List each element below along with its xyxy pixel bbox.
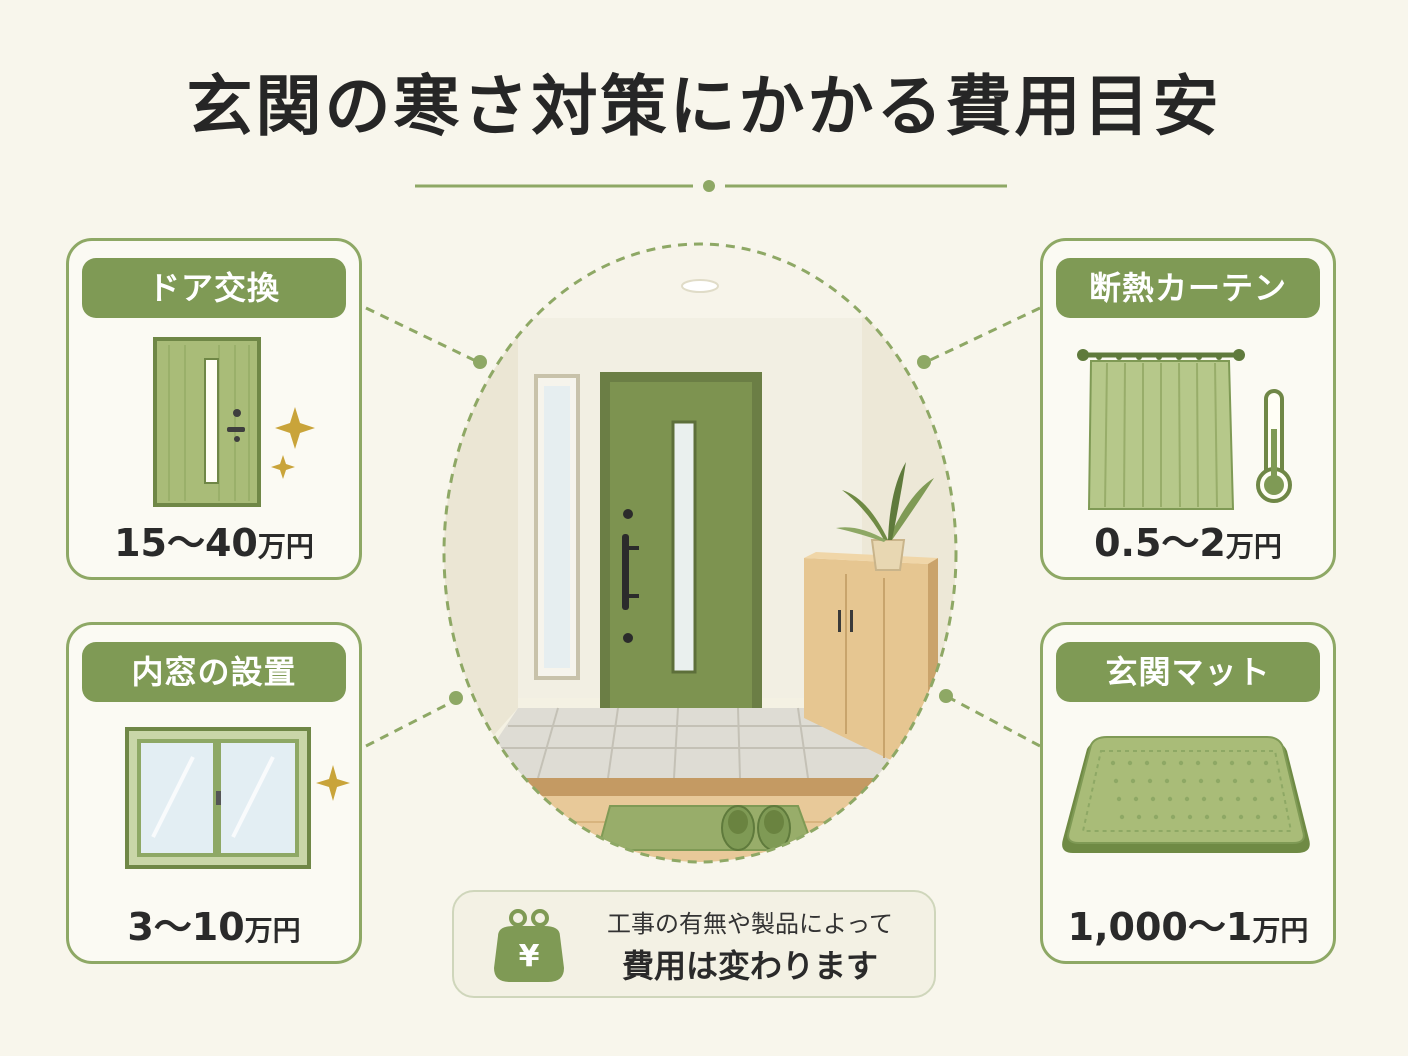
- card-label: 断熱カーテン: [1056, 258, 1320, 318]
- price-text: 3〜10万円: [127, 905, 301, 949]
- card-entrance-mat: 玄関マット 1,000〜1万円: [1040, 622, 1336, 964]
- card-inner-window: 内窓の設置 3〜10万円: [66, 622, 362, 964]
- entrance-illustration: [442, 242, 958, 864]
- window-icon: [125, 727, 350, 869]
- card-label: 内窓の設置: [82, 642, 346, 702]
- price-text: 15〜40万円: [114, 521, 314, 565]
- curtain-icon: [1077, 349, 1292, 510]
- cost-note: ¥ 工事の有無や製品によって 費用は変わります: [452, 890, 936, 998]
- note-text-line2: 費用は変わります: [621, 947, 878, 985]
- card-door-replacement: ドア交換 15〜40万円: [66, 238, 362, 580]
- price-text: 1,000〜1万円: [1067, 905, 1309, 949]
- door-icon: [153, 337, 315, 507]
- card-insulated-curtain: 断熱カーテン 0.5〜2万円: [1040, 238, 1336, 580]
- note-text-line1: 工事の有無や製品によって: [606, 910, 894, 938]
- price-text: 0.5〜2万円: [1094, 521, 1282, 565]
- card-label: ドア交換: [82, 258, 346, 318]
- coin-purse-icon: ¥: [494, 909, 564, 982]
- page-title: 玄関の寒さ対策にかかる費用目安: [186, 68, 1222, 145]
- mat-icon: [1062, 736, 1310, 853]
- card-label: 玄関マット: [1056, 642, 1320, 702]
- svg-text:¥: ¥: [519, 939, 540, 974]
- title-divider: [415, 180, 1007, 192]
